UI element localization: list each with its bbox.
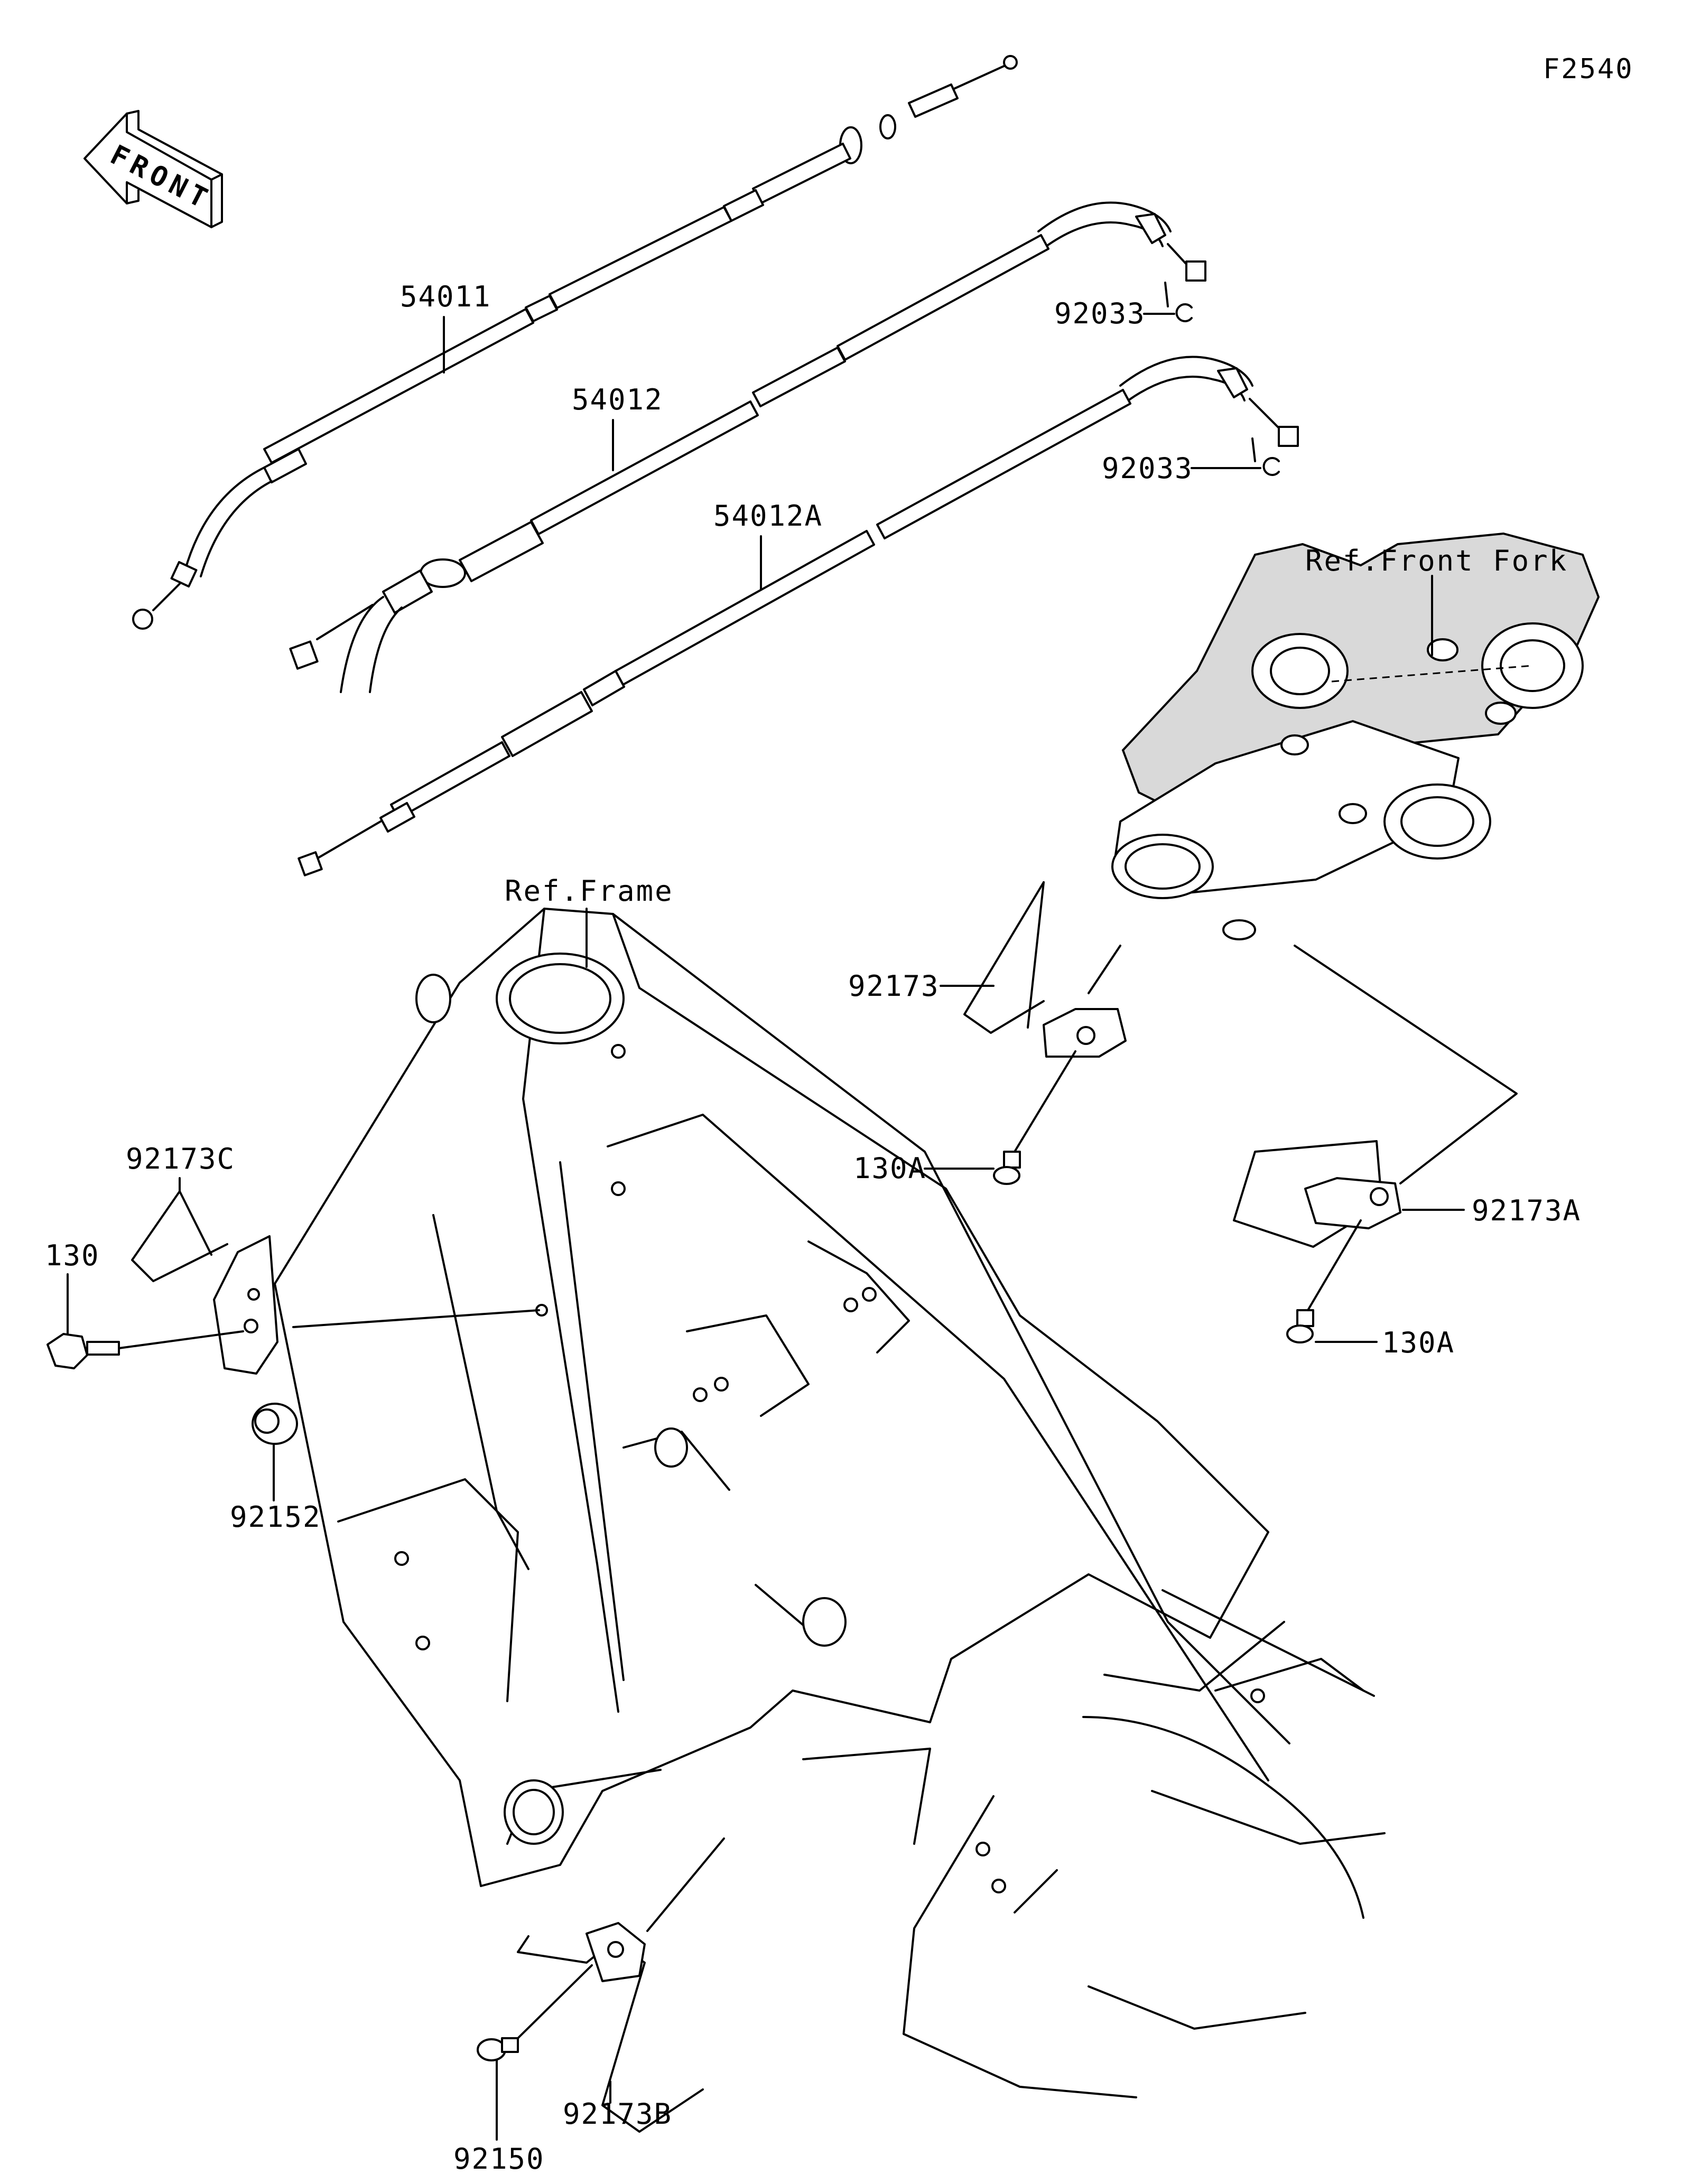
cable-54011 [132, 55, 1018, 630]
part-label-92152: 92152 [230, 1500, 321, 1534]
bolt-130A-upper [993, 1151, 1021, 1185]
e-clip-lower [1251, 437, 1280, 476]
part-label-92033-lower: 92033 [1102, 452, 1193, 485]
collar-92152 [252, 1403, 298, 1445]
bolt-130A-lower [1286, 1309, 1314, 1343]
cable-54012 [289, 201, 1206, 693]
cable-guide-92173A [1233, 1140, 1401, 1248]
part-label-130: 130 [45, 1239, 100, 1272]
part-label-92173A: 92173A [1472, 1194, 1581, 1227]
cable-guide-92173C [131, 1190, 278, 1375]
part-label-54012A: 54012A [713, 499, 823, 533]
frame [274, 908, 1386, 2098]
part-label-54011: 54011 [400, 280, 491, 313]
part-label-92173C: 92173C [126, 1142, 235, 1175]
bolt-130 [47, 1333, 120, 1369]
figure-code: F2540 [1543, 53, 1634, 85]
cable-guide-92173B [517, 1922, 704, 2133]
part-label-92173: 92173 [848, 969, 940, 1003]
part-label-130A-lower: 130A [1382, 1326, 1455, 1359]
cable-54012A [298, 356, 1299, 876]
ref-frame: Ref.Frame [505, 874, 674, 908]
front-fork-bracket [1111, 532, 1600, 940]
part-label-92173B: 92173B [563, 2097, 672, 2131]
part-label-92150: 92150 [453, 2142, 545, 2176]
part-label-92033-upper: 92033 [1054, 297, 1146, 330]
bolt-92150 [477, 2037, 519, 2061]
front-arrow-icon: FRONT [83, 110, 223, 228]
ref-front-fork: Ref.Front Fork [1305, 544, 1568, 577]
part-label-130A-upper: 130A [853, 1152, 926, 1185]
e-clip-upper [1164, 282, 1193, 322]
cable-guide-92173 [963, 881, 1127, 1058]
part-label-54012: 54012 [572, 383, 663, 416]
